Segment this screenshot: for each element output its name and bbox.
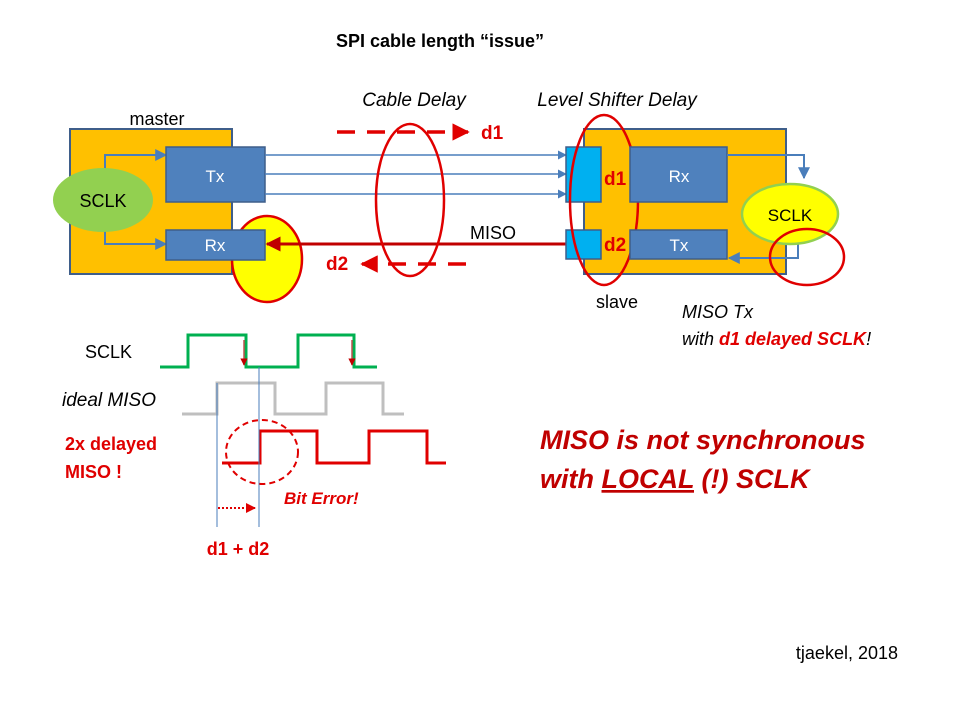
master-label: master bbox=[129, 109, 184, 129]
note-line-1: MISO Tx bbox=[682, 302, 754, 322]
d1-marker: d1 bbox=[604, 169, 627, 190]
timing-delayed-line-2: MISO ! bbox=[65, 462, 122, 482]
slave-rx-label: Rx bbox=[669, 167, 690, 186]
cable-delay-ellipse bbox=[374, 122, 446, 278]
d2-label: d2 bbox=[326, 254, 348, 275]
slave-label: slave bbox=[596, 292, 638, 312]
miso-label: MISO bbox=[470, 223, 516, 243]
sclk-waveform bbox=[160, 333, 377, 369]
timing-ideal-miso-label: ideal MISO bbox=[62, 390, 156, 411]
statement-suffix: (!) SCLK bbox=[694, 464, 812, 494]
master-tx-block bbox=[165, 146, 266, 203]
master-rx-label: Rx bbox=[205, 236, 226, 255]
note-red: d1 delayed SCLK bbox=[719, 329, 868, 349]
slave-rx-block bbox=[629, 146, 728, 203]
timing-sclk-label: SCLK bbox=[85, 342, 132, 362]
level-shifter-delay-label: Level Shifter Delay bbox=[537, 90, 698, 111]
d1-label: d1 bbox=[481, 123, 504, 144]
level-shifter-return bbox=[565, 229, 602, 260]
master-rx-block bbox=[165, 229, 266, 261]
slave-sclk-label: SCLK bbox=[768, 206, 813, 225]
note-suffix: ! bbox=[866, 329, 871, 349]
page-title: SPI cable length “issue” bbox=[336, 31, 544, 51]
slave-sclk-highlight bbox=[768, 227, 846, 287]
statement-prefix: with bbox=[540, 464, 602, 494]
statement-line-2: with LOCAL (!) SCLK bbox=[540, 464, 812, 494]
delay-sum-label: d1 + d2 bbox=[207, 539, 270, 559]
delayed-miso-waveform bbox=[222, 429, 446, 465]
statement-local: LOCAL bbox=[602, 464, 695, 494]
statement-line-1: MISO is not synchronous bbox=[540, 425, 866, 455]
credit: tjaekel, 2018 bbox=[796, 643, 898, 663]
bit-error-circle bbox=[225, 419, 299, 485]
ideal-miso-waveform bbox=[182, 381, 404, 416]
timing-delayed-line-1: 2x delayed bbox=[65, 434, 157, 454]
master-tx-label: Tx bbox=[206, 167, 225, 186]
slave-clock-from-rx bbox=[727, 154, 810, 180]
bit-error-label: Bit Error! bbox=[284, 489, 359, 508]
slave-tx-label: Tx bbox=[670, 236, 689, 255]
cable-delay-label: Cable Delay bbox=[362, 90, 467, 111]
note-line-2: with d1 delayed SCLK! bbox=[682, 329, 871, 349]
master-sclk-ellipse bbox=[53, 168, 153, 232]
note-prefix: with bbox=[682, 329, 719, 349]
slave-tx-block bbox=[629, 229, 728, 260]
master-sclk-label: SCLK bbox=[79, 191, 126, 211]
d2-marker: d2 bbox=[604, 235, 626, 256]
